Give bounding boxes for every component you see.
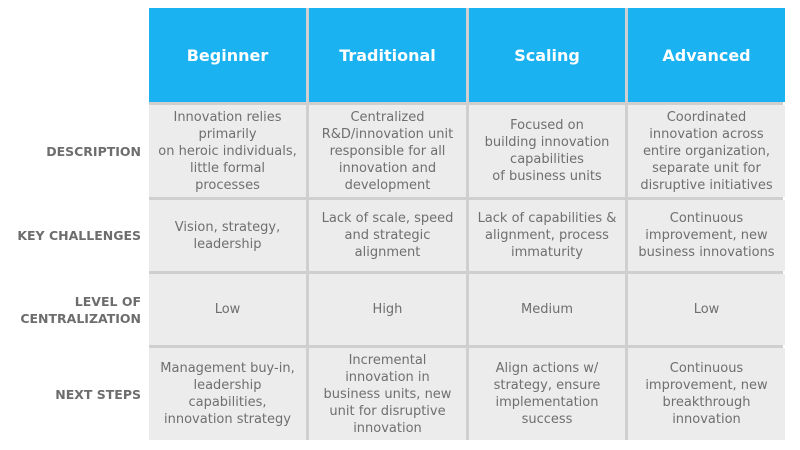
cell-challenges-advanced: Continuous improvement, new business inn… [628, 200, 785, 271]
cell-description-beginner: Innovation relies primarily on heroic in… [149, 105, 306, 197]
cell-centralization-advanced: Low [628, 274, 785, 345]
column-header-traditional: Traditional [309, 8, 466, 102]
row-labels: DESCRIPTION KEY CHALLENGES LEVEL OF CENT… [0, 8, 141, 440]
row-label-description: DESCRIPTION [46, 143, 141, 159]
cell-challenges-traditional: Lack of scale, speed and strategic align… [309, 200, 466, 271]
cell-challenges-beginner: Vision, strategy, leadership [149, 200, 306, 271]
cell-description-advanced: Coordinated innovation across entire org… [628, 105, 785, 197]
column-header-advanced: Advanced [628, 8, 785, 102]
cell-nextsteps-beginner: Management buy-in, leadership capabiliti… [149, 348, 306, 440]
cell-description-traditional: Centralized R&D/innovation unit responsi… [309, 105, 466, 197]
cell-challenges-scaling: Lack of capabilities & alignment, proces… [469, 200, 625, 271]
row-label-next-steps: NEXT STEPS [55, 386, 141, 402]
cell-nextsteps-traditional: Incremental innovation in business units… [309, 348, 466, 440]
column-header-beginner: Beginner [149, 8, 306, 102]
maturity-table: Beginner Traditional Scaling Advanced In… [149, 8, 785, 440]
cell-description-scaling: Focused on building innovation capabilit… [469, 105, 625, 197]
header-spacer [0, 8, 141, 102]
row-label-centralization: LEVEL OF CENTRALIZATION [20, 293, 141, 326]
cell-nextsteps-advanced: Continuous improvement, new breakthrough… [628, 348, 785, 440]
row-label-key-challenges: KEY CHALLENGES [17, 228, 141, 243]
column-header-scaling: Scaling [469, 8, 625, 102]
cell-nextsteps-scaling: Align actions w/ strategy, ensure implem… [469, 348, 625, 440]
cell-centralization-scaling: Medium [469, 274, 625, 345]
cell-centralization-beginner: Low [149, 274, 306, 345]
cell-centralization-traditional: High [309, 274, 466, 345]
